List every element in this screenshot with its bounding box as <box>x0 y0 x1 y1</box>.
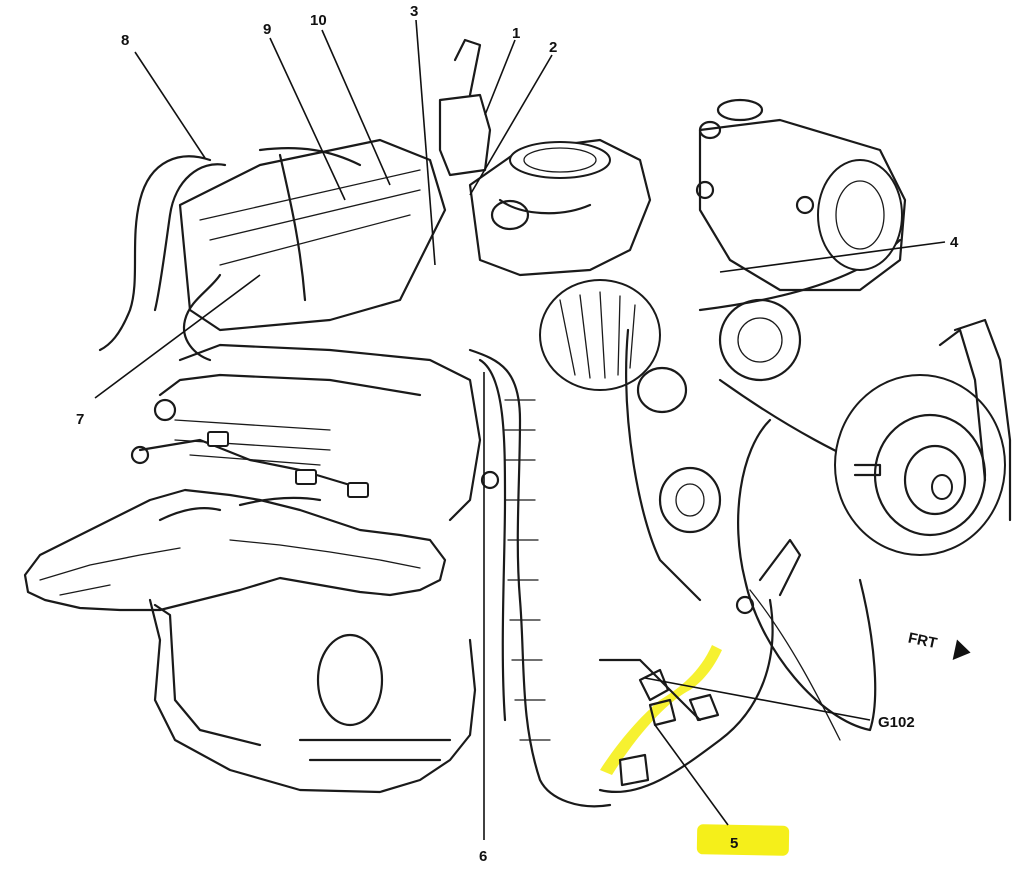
highlight-label-5-stroke <box>696 824 790 856</box>
front-direction-indicator: FRT <box>907 630 971 661</box>
label-1: 1 <box>512 25 520 42</box>
label-2: 2 <box>549 39 557 56</box>
label-8: 8 <box>121 32 129 49</box>
highlight-marks <box>600 645 790 856</box>
leader-5 <box>654 724 729 826</box>
engine-body <box>23 38 1012 808</box>
callout-labels: 1 2 3 4 5 6 7 8 9 10 G102 <box>76 3 959 865</box>
leader-10 <box>321 29 391 186</box>
leader-9 <box>269 37 346 201</box>
label-3: 3 <box>410 3 418 20</box>
label-6: 6 <box>479 848 487 865</box>
leader-2 <box>469 54 553 196</box>
leader-3 <box>415 19 436 266</box>
leader-7 <box>94 274 261 399</box>
label-5: 5 <box>730 835 738 852</box>
frt-arrow-icon <box>952 639 971 661</box>
leader-8 <box>134 51 206 159</box>
label-g102: G102 <box>878 714 915 731</box>
label-10: 10 <box>310 12 327 29</box>
leader-4 <box>719 241 946 273</box>
highlight-sensor-stroke <box>600 645 722 775</box>
frt-label: FRT <box>907 630 939 653</box>
label-9: 9 <box>263 21 271 38</box>
label-7: 7 <box>76 411 84 428</box>
leader-g102 <box>644 677 871 721</box>
callout-leaders <box>94 19 946 840</box>
label-4: 4 <box>950 234 959 251</box>
leader-1 <box>484 39 516 116</box>
